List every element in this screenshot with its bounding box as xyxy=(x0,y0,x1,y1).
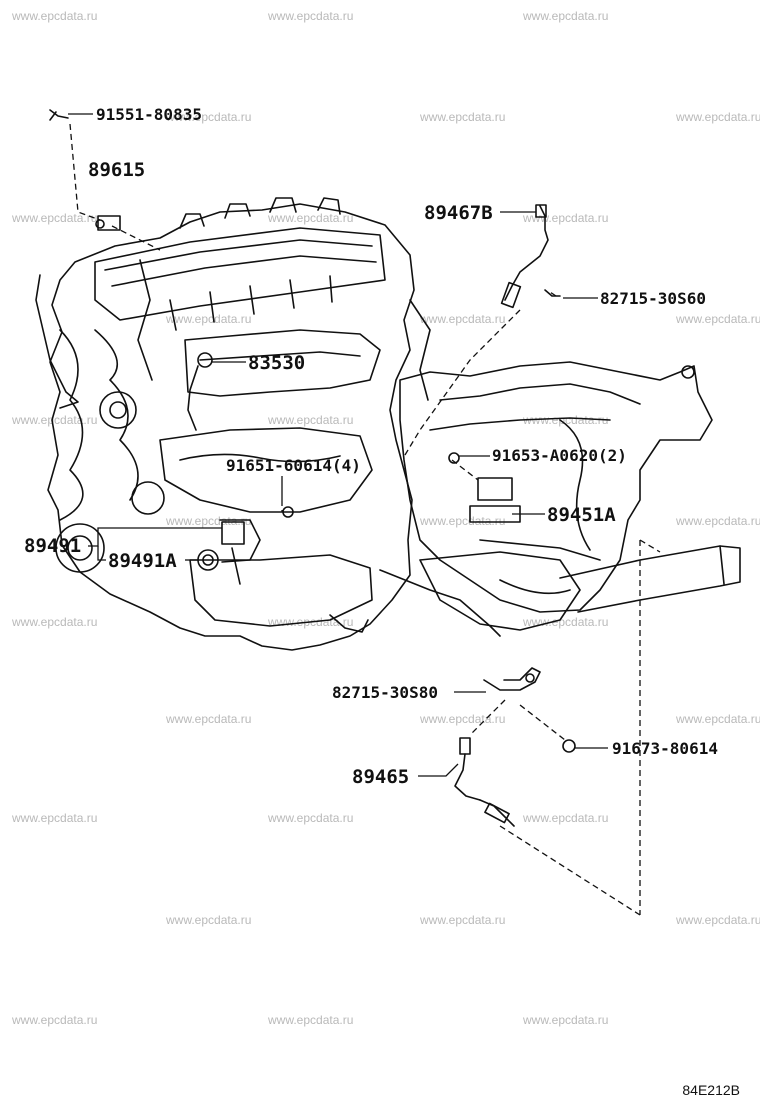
watermark: www.epcdata.ru xyxy=(523,1013,609,1027)
catalytic-converter xyxy=(419,551,581,631)
watermark: www.epcdata.ru xyxy=(523,9,609,23)
watermark: www.epcdata.ru xyxy=(12,413,98,427)
watermark: www.epcdata.ru xyxy=(166,110,252,124)
watermark: www.epcdata.ru xyxy=(420,913,506,927)
watermark: www.epcdata.ru xyxy=(268,9,354,23)
watermark: www.epcdata.ru xyxy=(420,514,506,528)
valve-cover xyxy=(94,227,386,321)
part-label-91653-A0620[interactable]: 91653-A0620(2) xyxy=(492,446,627,465)
part-label-91651-60614[interactable]: 91651-60614(4) xyxy=(226,456,361,475)
engine-block-outline xyxy=(47,203,415,651)
watermark: www.epcdata.ru xyxy=(268,811,354,825)
watermark: www.epcdata.ru xyxy=(420,110,506,124)
watermark: www.epcdata.ru xyxy=(166,913,252,927)
watermark: www.epcdata.ru xyxy=(166,312,252,326)
transmission-outline xyxy=(399,361,713,613)
watermark: www.epcdata.ru xyxy=(166,712,252,726)
watermark: www.epcdata.ru xyxy=(268,413,354,427)
part-label-91673-80614[interactable]: 91673-80614 xyxy=(612,739,718,758)
watermark: www.epcdata.ru xyxy=(12,615,98,629)
watermark: www.epcdata.ru xyxy=(12,811,98,825)
part-label-82715-30S60[interactable]: 82715-30S60 xyxy=(600,289,706,308)
diagram-code: 84E212B xyxy=(682,1082,740,1098)
watermark: www.epcdata.ru xyxy=(676,514,760,528)
part-label-83530[interactable]: 83530 xyxy=(248,352,306,374)
part-label-91551-80835[interactable]: 91551-80835 xyxy=(96,105,202,124)
watermark: www.epcdata.ru xyxy=(523,413,609,427)
watermark: www.epcdata.ru xyxy=(676,312,760,326)
part-label-89465[interactable]: 89465 xyxy=(352,766,410,788)
part-label-89615[interactable]: 89615 xyxy=(88,159,146,181)
part-label-89491[interactable]: 89491 xyxy=(24,535,82,557)
watermark: www.epcdata.ru xyxy=(12,211,98,225)
watermark: www.epcdata.ru xyxy=(268,211,354,225)
part-label-89491A[interactable]: 89491A xyxy=(108,550,177,572)
watermark: www.epcdata.ru xyxy=(523,615,609,629)
watermark: www.epcdata.ru xyxy=(420,712,506,726)
part-label-82715-30S80[interactable]: 82715-30S80 xyxy=(332,683,438,702)
exhaust-pipe xyxy=(559,545,741,613)
watermark: www.epcdata.ru xyxy=(268,1013,354,1027)
watermark: www.epcdata.ru xyxy=(676,712,760,726)
watermark: www.epcdata.ru xyxy=(12,1013,98,1027)
watermark: www.epcdata.ru xyxy=(523,811,609,825)
part-label-89467B[interactable]: 89467B xyxy=(424,202,493,224)
watermark: www.epcdata.ru xyxy=(420,312,506,326)
watermark: www.epcdata.ru xyxy=(676,110,760,124)
part-label-89451A[interactable]: 89451A xyxy=(547,504,616,526)
watermark: www.epcdata.ru xyxy=(166,514,252,528)
watermark: www.epcdata.ru xyxy=(676,913,760,927)
watermark: www.epcdata.ru xyxy=(12,9,98,23)
